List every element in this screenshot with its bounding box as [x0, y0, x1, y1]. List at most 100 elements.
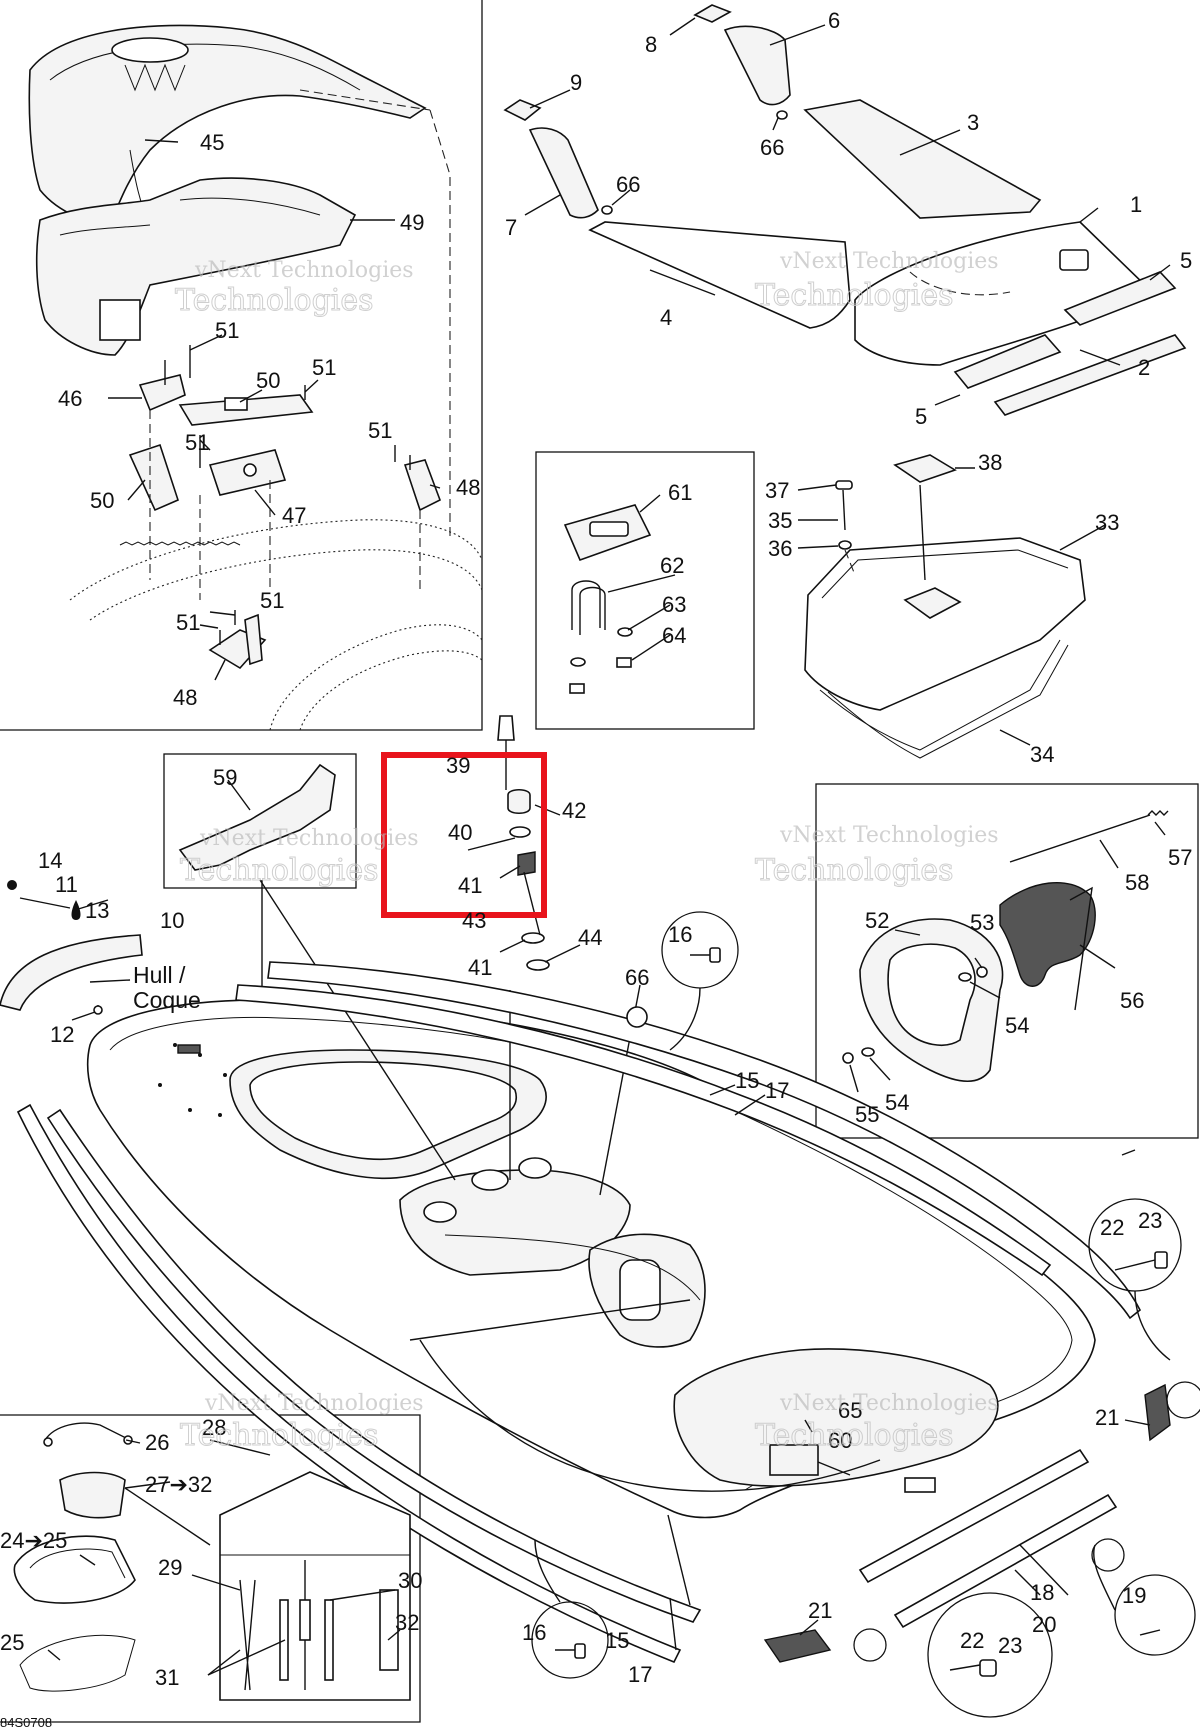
- callout-63: 63: [662, 592, 686, 617]
- washer-36: [838, 540, 852, 550]
- washer-41a: [509, 826, 531, 838]
- washer-41b: [521, 932, 545, 944]
- mat-3: [803, 99, 1042, 219]
- callout-54-b: 54: [885, 1090, 909, 1115]
- callout-51-b: 51: [312, 355, 336, 380]
- callout-57: 57: [1168, 845, 1192, 870]
- svg-text:vNext Technologies: vNext Technologies: [779, 823, 999, 848]
- tool-31b: [324, 1599, 334, 1681]
- cup-holder-left: [423, 1201, 457, 1223]
- callout-7: 7: [505, 215, 517, 240]
- callout-39: 39: [446, 753, 470, 778]
- handle-slot: [619, 1259, 661, 1321]
- callout-44: 44: [578, 925, 602, 950]
- callout-65: 65: [838, 1398, 862, 1423]
- callout-25: 25: [0, 1630, 24, 1655]
- detail-19: [1114, 1574, 1196, 1656]
- callout-24-25: 24➔25: [0, 1528, 67, 1553]
- callout-29: 29: [158, 1555, 182, 1580]
- mat-dot-66-top: [776, 110, 788, 120]
- callout-59: 59: [213, 765, 237, 790]
- rub-strip-20: [893, 1493, 1118, 1629]
- callout-31: 31: [155, 1665, 179, 1690]
- svg-text:Technologies: Technologies: [755, 1418, 954, 1453]
- callout-51-c: 51: [185, 430, 209, 455]
- svg-text:Technologies: Technologies: [180, 1418, 379, 1453]
- hull-trim-parts: [0, 880, 143, 1015]
- callout-45: 45: [200, 130, 224, 155]
- callout-37: 37: [765, 478, 789, 503]
- callout-51-e: 51: [260, 588, 284, 613]
- tray-24: [13, 1535, 136, 1604]
- callout-18: 18: [1030, 1580, 1054, 1605]
- nut-55: [842, 1052, 854, 1064]
- callout-48-right: 48: [456, 475, 480, 500]
- mat-dot-66-left: [601, 205, 613, 215]
- tow-eye-56: [999, 882, 1096, 987]
- callout-23-bottom: 23: [998, 1633, 1022, 1658]
- pin-stack: [497, 715, 550, 971]
- mat-8: [693, 4, 732, 23]
- callout-28: 28: [202, 1415, 226, 1440]
- cover-lock-38-recess: [903, 587, 962, 619]
- callout-40: 40: [448, 820, 472, 845]
- tow-hook-parts: [842, 810, 1169, 1082]
- callout-16-top: 16: [668, 922, 692, 947]
- callout-42: 42: [562, 798, 586, 823]
- svg-text:Technologies: Technologies: [175, 283, 374, 318]
- callout-51-d: 51: [368, 418, 392, 443]
- hull-label-line2: Coque: [133, 987, 201, 1013]
- hull-vent: [904, 1477, 936, 1493]
- callout-62: 62: [660, 553, 684, 578]
- mat-kit: [503, 4, 1187, 416]
- screw-35: [842, 489, 846, 531]
- callout-15-top: 15: [735, 1068, 759, 1093]
- cover-38: [893, 454, 957, 483]
- callout-8: 8: [645, 32, 657, 57]
- callout-47: 47: [282, 503, 306, 528]
- callout-35: 35: [768, 508, 792, 533]
- detail-66: [626, 1006, 648, 1028]
- tool-32: [379, 1589, 399, 1671]
- callout-66-center: 66: [625, 965, 649, 990]
- callout-labels: 1 2 3 4 5 5 6 7 8 9 10 11 12 13 14 15 15…: [0, 8, 1192, 1730]
- callout-41-top: 41: [458, 873, 482, 898]
- gasket-34: [819, 639, 1061, 751]
- nut-64b: [616, 657, 632, 668]
- callout-54-a: 54: [1005, 1013, 1029, 1038]
- tow-hook-section-frame: [815, 783, 1199, 1139]
- screw-53: [976, 966, 988, 978]
- callout-4: 4: [660, 305, 672, 330]
- callout-34: 34: [1030, 742, 1054, 767]
- tow-rod-58: [1009, 814, 1151, 863]
- callout-51-f: 51: [176, 610, 200, 635]
- callout-11: 11: [55, 872, 78, 897]
- callout-16-bottom: 16: [522, 1620, 546, 1645]
- callout-55: 55: [855, 1102, 879, 1127]
- rub-strip-18: [858, 1448, 1090, 1584]
- callout-21-bottom: 21: [808, 1598, 832, 1623]
- svg-text:Technologies: Technologies: [755, 853, 954, 888]
- callout-2: 2: [1138, 355, 1150, 380]
- rub-strip-bottom-15: [46, 1108, 702, 1623]
- callout-17-bottom: 17: [628, 1662, 652, 1687]
- seat-latch-51: [244, 613, 263, 666]
- cover-33: [804, 537, 1086, 711]
- seat-cushion: [28, 24, 427, 226]
- cap-37: [835, 480, 853, 490]
- callout-32: 32: [395, 1610, 419, 1635]
- trim-10: [0, 934, 143, 1011]
- svg-text:vNext Technologies: vNext Technologies: [194, 258, 414, 283]
- callout-6: 6: [828, 8, 840, 33]
- mat-5-left: [953, 334, 1062, 389]
- callout-1: 1: [1130, 192, 1142, 217]
- spring-57: [1147, 810, 1169, 816]
- callout-60: 60: [828, 1428, 852, 1453]
- callout-66-top: 66: [760, 135, 784, 160]
- callout-17-top: 17: [765, 1078, 789, 1103]
- seat-bracket-50-left: [128, 443, 179, 512]
- callout-19: 19: [1122, 1583, 1146, 1608]
- kit-section-frame: [0, 1414, 421, 1723]
- handle-parts: [563, 504, 652, 694]
- callout-58: 58: [1125, 870, 1149, 895]
